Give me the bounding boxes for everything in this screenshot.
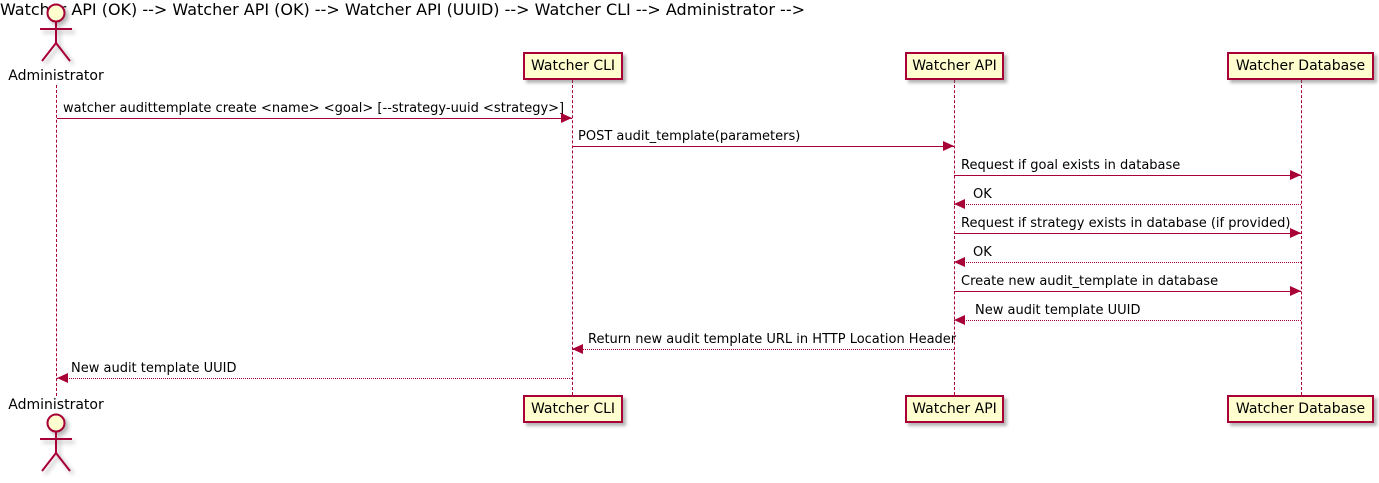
participant-watcher-api-top: Watcher API [905,52,1004,80]
message-line [572,146,954,147]
message-label: OK [973,187,992,202]
message-label: Return new audit template URL in HTTP Lo… [588,332,957,347]
actor-label-administrator-bottom: Administrator [8,397,104,413]
arrowhead-right-icon [1290,170,1301,180]
administrator-actor-icon [40,413,72,472]
participant-watcher-database-bottom: Watcher Database [1227,395,1374,423]
lifeline-watcher-api [954,80,955,395]
actor-label-administrator-top: Administrator [8,68,104,84]
participant-watcher-database-top: Watcher Database [1227,52,1374,80]
message-line [57,118,572,119]
message-label: watcher audittemplate create <name> <goa… [63,101,565,116]
arrowhead-right-icon [943,141,954,151]
message-line [954,204,1301,205]
arrowhead-right-icon [1290,228,1301,238]
message-label: Request if strategy exists in database (… [961,216,1291,231]
lifeline-watcher-cli [572,80,573,395]
administrator-actor-icon [40,3,72,62]
arrowhead-left-icon [57,373,68,383]
message-label: Request if goal exists in database [961,158,1181,173]
message-label: POST audit_template(parameters) [578,129,801,144]
participant-watcher-cli-bottom: Watcher CLI [523,395,623,423]
message-line [954,233,1301,234]
arrowhead-right-icon [561,113,572,123]
message-line [954,175,1301,176]
participant-watcher-api-bottom: Watcher API [905,395,1004,423]
message-label: New audit template UUID [975,303,1141,318]
message-line [57,378,572,379]
lifeline-watcher-database [1301,80,1302,395]
message-line [954,291,1301,292]
message-line [954,320,1301,321]
participant-watcher-cli-top: Watcher CLI [523,52,623,80]
message-label: Create new audit_template in database [961,274,1219,289]
arrowhead-left-icon [954,199,965,209]
message-line [954,262,1301,263]
arrowhead-right-icon [1290,286,1301,296]
arrowhead-left-icon [954,315,965,325]
message-label: OK [973,245,992,260]
lifeline-administrator [56,85,57,396]
message-label: New audit template UUID [71,361,237,376]
arrowhead-left-icon [572,344,583,354]
arrowhead-left-icon [954,257,965,267]
message-line [572,349,954,350]
